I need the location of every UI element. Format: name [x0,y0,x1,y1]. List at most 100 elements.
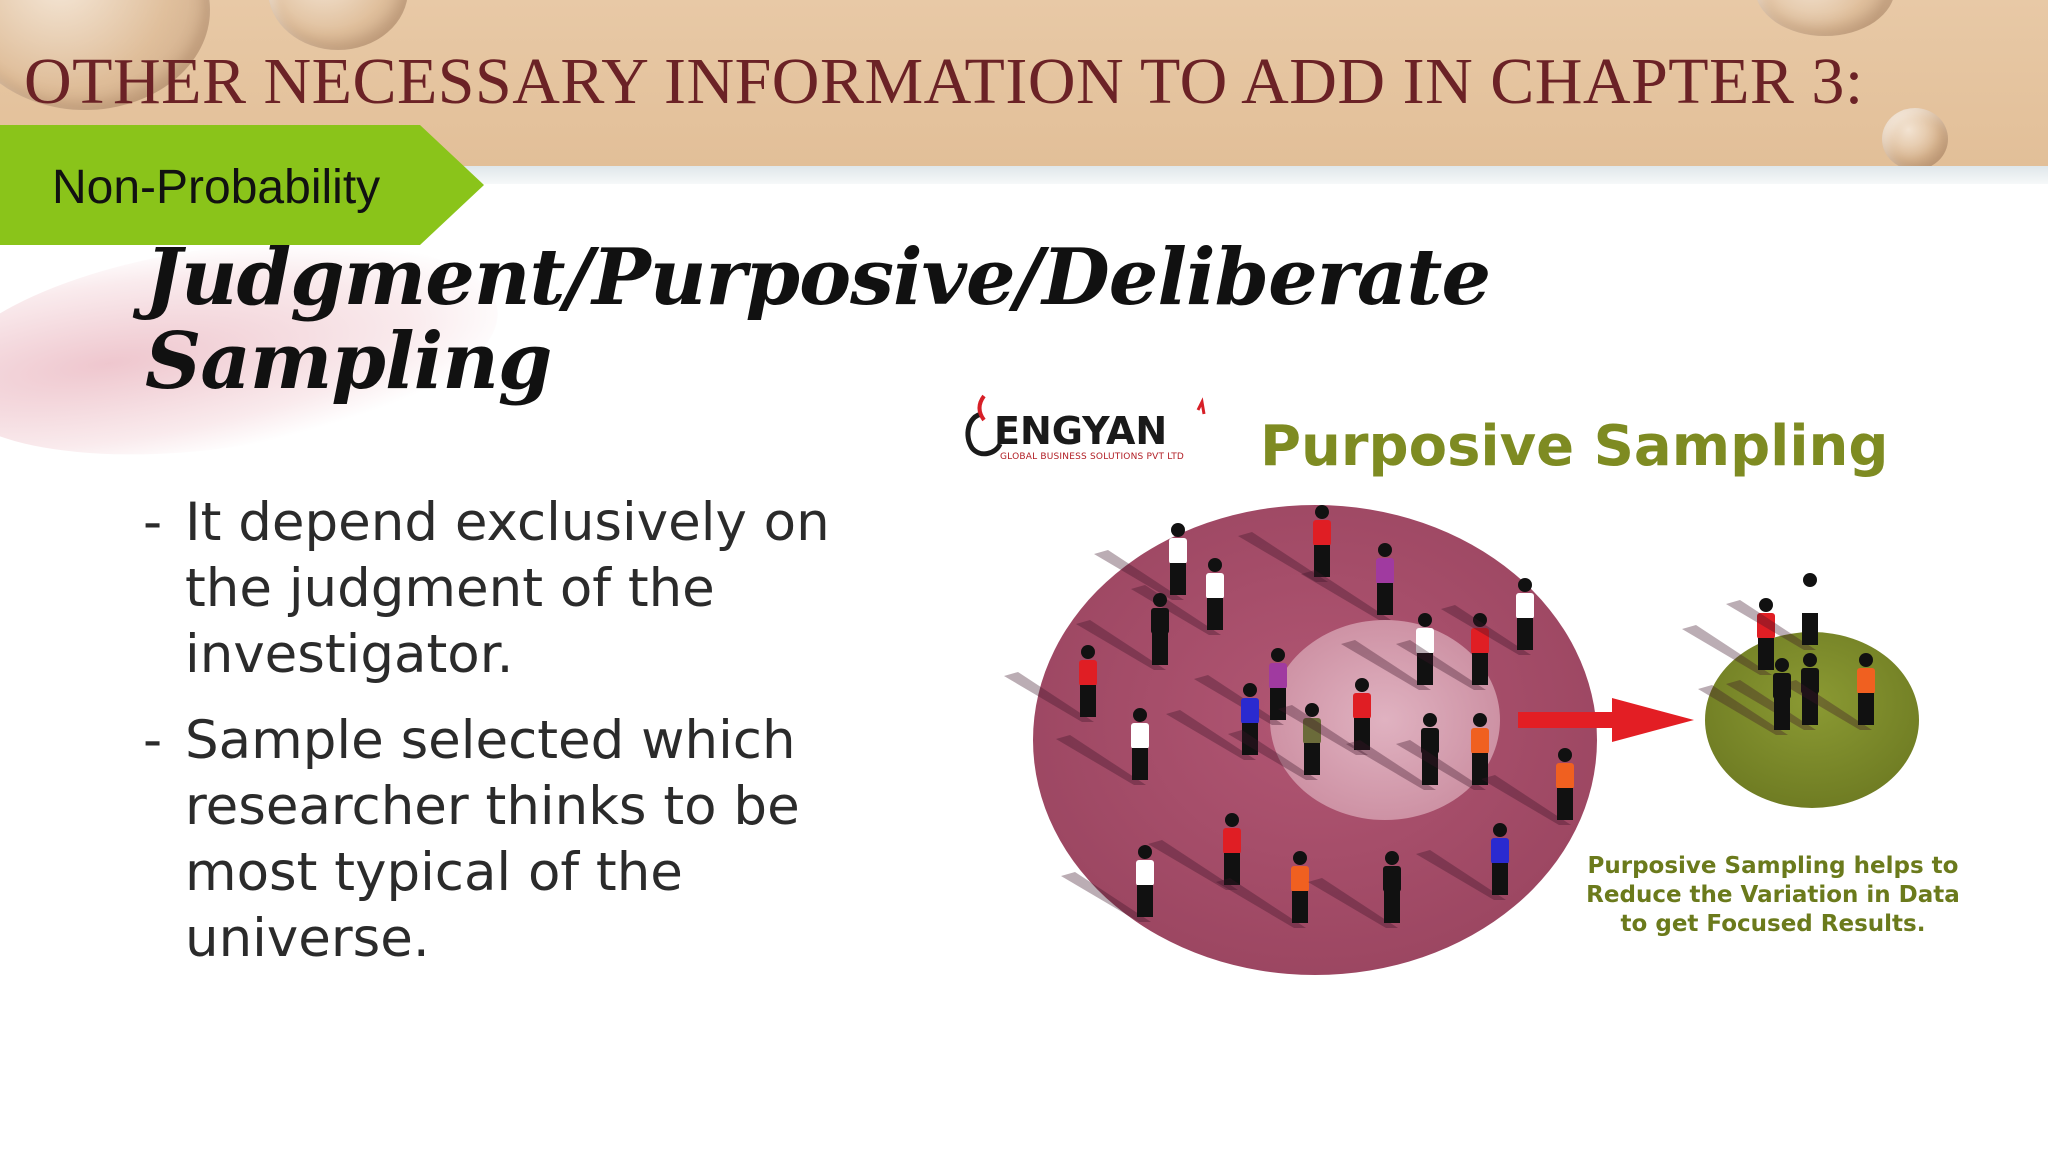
person-head [1271,648,1285,662]
person-shirt [1383,866,1401,892]
person-legs [1270,688,1286,720]
person-shirt [1136,860,1154,886]
water-drop-decoration [1755,0,1895,36]
person-shadow [1216,878,1306,928]
illustration-title: Purposive Sampling [1260,414,1889,479]
person-shadow [1166,710,1256,760]
selection-circle [1270,620,1500,820]
person-legs [1377,583,1393,615]
person-head [1775,658,1789,672]
person-legs [1170,563,1186,595]
bullet-marker: - [143,492,163,553]
person-legs [1472,653,1488,685]
bullet-item: - Sample selected which researcher think… [143,708,923,972]
person-legs [1557,788,1573,820]
person-shadow [1782,680,1872,730]
person-head [1243,683,1257,697]
person-head [1293,851,1307,865]
person-shirt [1516,593,1534,619]
person-shirt [1471,628,1489,654]
person-head [1138,845,1152,859]
person-head [1493,823,1507,837]
person-head [1859,653,1873,667]
bullet-text: It depend exclusively on the judgment of… [185,492,830,685]
person-shirt [1757,613,1775,639]
section-heading-line-2: Sampling [145,316,552,407]
person-shadow [1416,850,1506,900]
person-legs [1224,853,1240,885]
person-legs [1774,698,1790,730]
people-group [1004,505,1875,928]
person-shirt [1206,573,1224,599]
person-head [1378,543,1392,557]
person-head [1081,645,1095,659]
person-head [1759,598,1773,612]
header-divider [0,166,2048,184]
person-head [1558,748,1572,762]
engyan-logo [965,394,1206,457]
section-heading: Judgment/Purposive/Deliberate Sampling [145,236,1605,404]
person-legs [1242,723,1258,755]
person-shirt [1353,693,1371,719]
person-shirt [1079,660,1097,686]
person-head [1171,523,1185,537]
person-shadow [1004,672,1094,722]
person-head [1153,593,1167,607]
person-legs [1132,748,1148,780]
person-legs [1472,753,1488,785]
person-shadow [1726,600,1816,650]
person-shirt [1223,828,1241,854]
person-shadow [1341,640,1431,690]
person-shadow [1698,685,1788,735]
person-legs [1517,618,1533,650]
caption-line: to get Focused Results. [1620,911,1926,937]
person-legs [1292,891,1308,923]
person-shadow [1238,532,1328,582]
person-shadow [1481,775,1571,825]
person-legs [1417,653,1433,685]
person-legs [1422,753,1438,785]
bullet-list: - It depend exclusively on the judgment … [143,490,923,992]
caption-line: Reduce the Variation in Data [1586,882,1960,908]
person-legs [1802,613,1818,645]
person-legs [1802,693,1818,725]
person-legs [1354,718,1370,750]
selection-arrow [1518,698,1694,742]
person-shadow [1346,740,1436,790]
person-legs [1758,638,1774,670]
person-head [1355,678,1369,692]
person-legs [1207,598,1223,630]
person-shadow [1396,740,1486,790]
person-legs [1314,545,1330,577]
slide-title: OTHER NECESSARY INFORMATION TO ADD IN CH… [24,45,1864,118]
engyan-logo-tagline: GLOBAL BUSINESS SOLUTIONS PVT LTD [1000,452,1185,462]
person-shirt [1313,520,1331,546]
person-head [1803,653,1817,667]
person-head [1518,578,1532,592]
person-shadow [1396,640,1486,690]
person-head [1385,851,1399,865]
person-shadow [1682,625,1772,675]
person-shadow [1278,705,1368,755]
engyan-logo-wordmark: ENGYAN [994,409,1168,453]
person-head [1208,558,1222,572]
person-head [1423,713,1437,727]
person-shadow [1094,550,1184,600]
person-shirt [1303,718,1321,744]
person-head [1803,573,1817,587]
person-head [1133,708,1147,722]
person-shadow [1308,878,1398,928]
person-head [1225,813,1239,827]
person-shirt [1421,728,1439,754]
person-shirt [1801,668,1819,694]
person-head [1305,703,1319,717]
illustration-caption: Purposive Sampling helps to Reduce the V… [1548,852,1998,939]
category-ribbon-label: Non-Probability [52,161,381,214]
bullet-marker: - [143,710,163,771]
purposive-sampling-illustration [1004,505,1919,975]
section-heading-line-1: Judgment/Purposive/Deliberate [145,232,1491,323]
caption-line: Purposive Sampling helps to [1587,853,1959,879]
person-shadow [1076,620,1166,670]
person-head [1473,713,1487,727]
person-legs [1080,685,1096,717]
